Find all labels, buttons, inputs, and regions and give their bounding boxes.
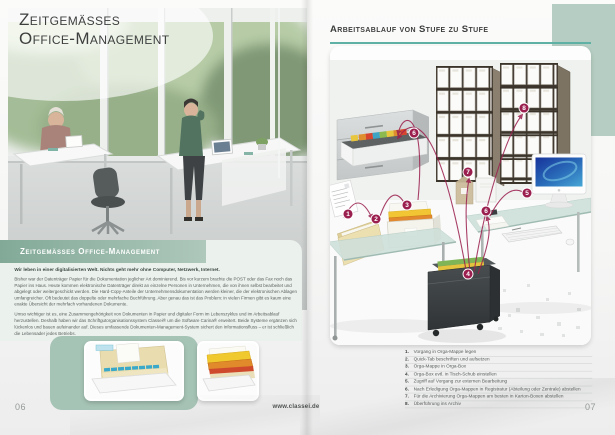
workflow-heading: Arbeitsablauf von Stufe zu Stufe [330, 24, 489, 35]
step-badge-number: 2 [374, 216, 378, 223]
step-number: 2. [405, 357, 409, 362]
product-photo-orga-box-yellow [197, 341, 259, 401]
text-panel-corner [196, 240, 302, 264]
step-number: 4. [405, 372, 409, 377]
text-panel: Wir leben in einer digitalisierten Welt.… [0, 263, 302, 341]
section-band: Zeitgemässes Office-Management [0, 240, 206, 263]
rollcontainer [418, 256, 506, 343]
page-gutter-shadow [301, 0, 313, 435]
step-number: 6. [405, 386, 409, 392]
step-badge-icon [401, 199, 413, 211]
step-label: Orga-Mappe in Orga-Box [413, 364, 467, 370]
step-row: 4. Orga-Box evtl. in Tisch-Schub einstell… [405, 371, 593, 379]
intro-paragraph: Wir leben in einer digitalisierten Welt.… [14, 267, 220, 273]
step-number: 8. [405, 401, 409, 407]
step-badge-number: 1 [346, 211, 350, 218]
step-label: Orga-Box evtl. in Tisch-Schub einstellen [413, 372, 497, 377]
step-number: 7. [405, 394, 409, 399]
workflow-illustration: 1 2 3 4 5 6 6 7 8 [330, 46, 591, 345]
step-badge-number: 3 [405, 202, 409, 209]
page-title-line2: Office-Management [19, 29, 170, 49]
product-photo-orga-box-blue [84, 341, 184, 401]
step-badge-number: 6 [412, 130, 416, 137]
step-badge-icon [342, 208, 354, 220]
karton-boxes [455, 172, 497, 205]
step-label: Vorgang in Orga-Mappe legen [413, 349, 477, 355]
page-title-line1: Zeitgemässes [19, 10, 121, 29]
filing-cabinet [336, 109, 430, 181]
step-label: Nach Erledigung Orga-Mappen in Registrat… [413, 386, 581, 392]
step-badges: 1 2 3 4 5 6 6 7 8 [342, 102, 533, 280]
step-badge-number: 4 [466, 271, 470, 278]
open-drawer [340, 128, 428, 167]
page-number-left: 06 [15, 402, 27, 412]
step-row: 8. Überführung ins Archiv [405, 401, 593, 409]
imac-computer [531, 153, 587, 209]
step-row: 6. Nach Erledigung Orga-Mappen in Registr… [405, 386, 593, 394]
step-badge-number: 5 [525, 190, 529, 197]
step-row: 7. Für die Archivierung Orga-Mappen am be… [405, 393, 593, 401]
page-title: Zeitgemässes Office-Management [19, 10, 170, 48]
workflow-steps-block: 1. Vorgang in Orga-Mappe legen 2. Quick-Tab… [405, 349, 605, 425]
step-row: 5. Zugriff auf Vorgang zur externen Bearb… [405, 379, 593, 387]
footer-url: www.classei.de [272, 404, 320, 410]
step-label: Überführung ins Archiv [413, 401, 461, 407]
body-paragraph-1: Bisher war der Datenträger Papier für di… [14, 276, 297, 308]
workflow-steps: 1. Vorgang in Orga-Mappe legen 2. Quick-Tab… [405, 349, 593, 409]
step-badge-icon [462, 166, 474, 178]
mouse [565, 238, 575, 246]
step-badge-number: 8 [522, 105, 526, 112]
heading-rule [330, 42, 591, 44]
step-badge-icon [480, 205, 492, 217]
step-number: 5. [405, 379, 409, 385]
step-number: 3. [405, 364, 409, 370]
step-badge-number: 7 [466, 169, 470, 176]
step-label: Zugriff auf Vorgang zur externen Bearbei… [413, 379, 508, 385]
step-row: 3. Orga-Mappe in Orga-Box [405, 364, 593, 372]
person-standing [179, 98, 205, 221]
step-badge-icon [408, 127, 420, 139]
step-row: 2. Quick-Tab beschriften und aufsetzen [405, 356, 593, 364]
office-chair [91, 167, 125, 235]
step-row: 1. Vorgang in Orga-Mappe legen [405, 349, 593, 357]
body-paragraph-2: Umso wichtiger ist es, eine Zusammengehö… [14, 312, 297, 337]
step-badge-icon [518, 102, 530, 114]
keyboard [501, 225, 563, 243]
step-badge-icon [462, 268, 474, 280]
person-sitting [40, 107, 72, 154]
step-label: Quick-Tab beschriften und aufsetzen [413, 357, 490, 362]
step-label: Für die Archivierung Orga-Mappen am best… [413, 394, 564, 399]
step-badge-icon [521, 187, 533, 199]
page-number-right: 07 [585, 402, 597, 412]
workflow-illustration-card: 1 2 3 4 5 6 6 7 8 [330, 46, 591, 345]
step-number: 1. [405, 349, 409, 355]
step-badge-icon [370, 213, 382, 225]
step-badge-number: 6 [484, 208, 488, 215]
